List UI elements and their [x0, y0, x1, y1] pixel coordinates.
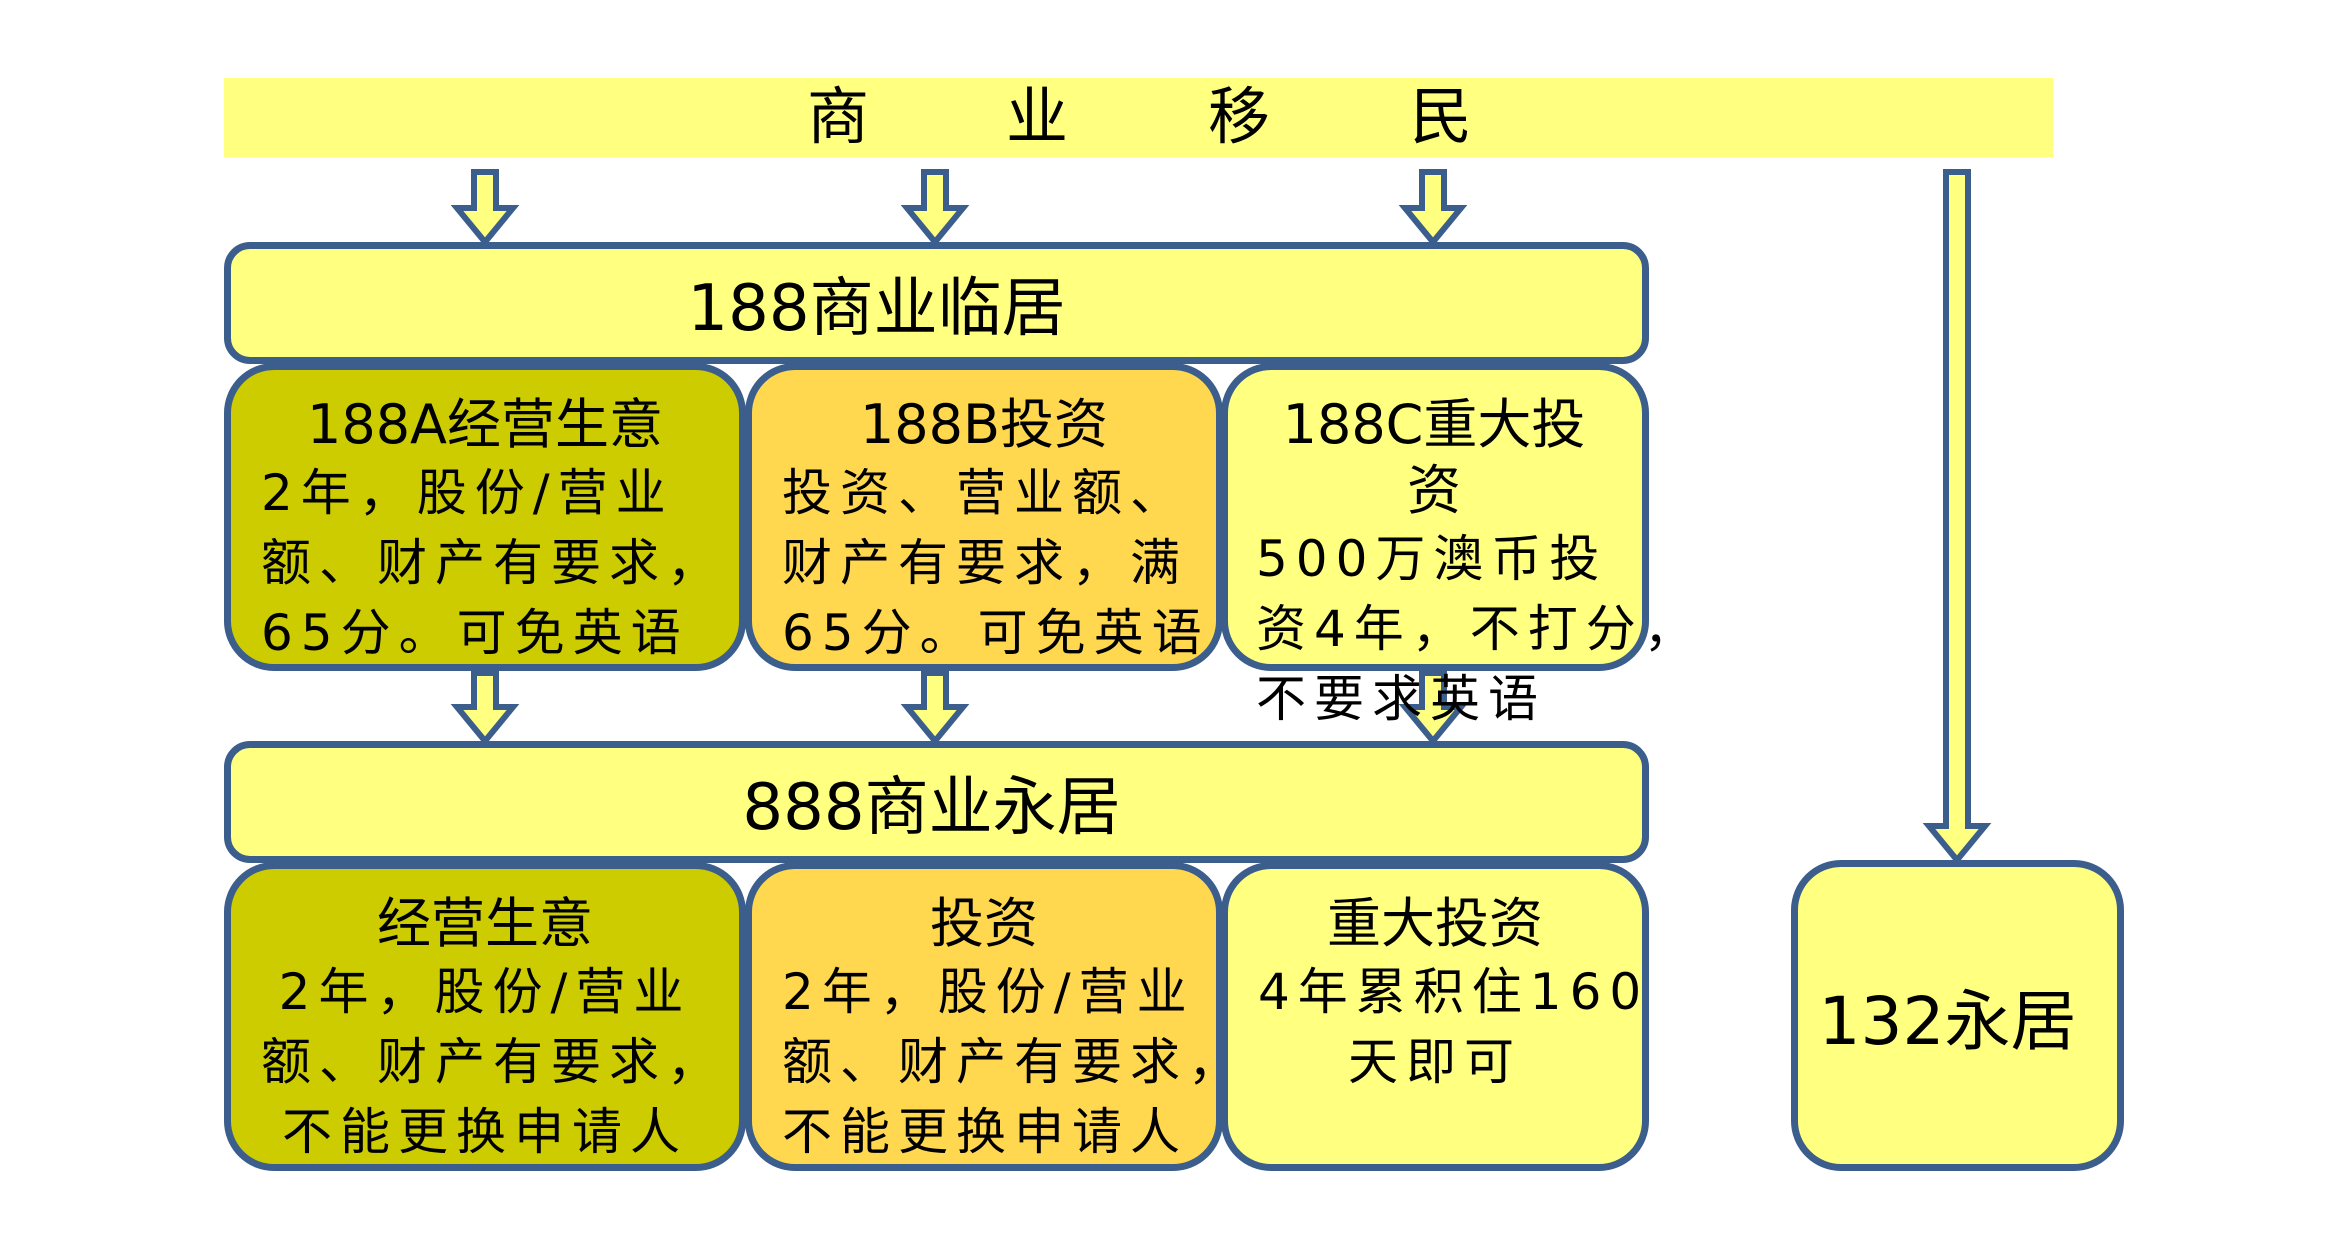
visa-188-title: 188商业临居 — [687, 272, 1066, 346]
stream-888-business: 经营生意 2年，股份/营业 额、财产有要求， 不能更换申请人 — [224, 862, 746, 1171]
down-arrow-icon — [900, 670, 970, 746]
stream-line: 额、财产有要求， — [261, 1033, 725, 1091]
stream-888-significant-investment: 重大投资 4年累积住160 天即可 — [1221, 862, 1649, 1171]
visa-132-title: 132永居 — [1818, 982, 2077, 1060]
visa-188-header: 188商业临居 — [224, 242, 1649, 364]
stream-line: 投资、营业额、 — [782, 464, 1188, 522]
down-arrow-icon — [450, 670, 520, 746]
stream-line: 4年累积住160 — [1258, 963, 1650, 1021]
stream-line: 不能更换申请人 — [282, 1103, 688, 1161]
banner-char: 移 — [1207, 80, 1271, 153]
stream-line: 500万澳币投 — [1256, 530, 1608, 588]
business-migration-banner: 商 业 移 民 — [224, 78, 2053, 157]
stream-888-investment: 投资 2年，股份/营业 额、财产有要求， 不能更换申请人 — [745, 862, 1246, 1171]
down-arrow-icon — [1398, 670, 1468, 746]
down-arrow-icon — [1398, 169, 1468, 247]
stream-line: 资4年，不打分， — [1256, 600, 1702, 658]
down-arrow-icon — [1922, 169, 1992, 865]
stream-line: 2年，股份/营业 — [278, 963, 692, 1021]
banner-char: 民 — [1409, 80, 1473, 153]
stream-title: 重大投资 — [1327, 892, 1543, 955]
stream-title: 188A经营生意 — [306, 393, 663, 456]
stream-line: 2年，股份/营业 — [782, 963, 1195, 1021]
stream-title: 经营生意 — [377, 892, 593, 955]
down-arrow-icon — [900, 169, 970, 247]
stream-188b: 188B投资 投资、营业额、 财产有要求，满 65分。可免英语 — [745, 363, 1223, 671]
stream-line: 额、财产有要求， — [782, 1033, 1246, 1091]
stream-line: 不能更换申请人 — [782, 1103, 1188, 1161]
down-arrow-icon — [450, 169, 520, 247]
stream-line: 不要求英语 — [1256, 670, 1546, 728]
stream-line: 财产有要求，满 — [782, 534, 1188, 592]
stream-line: 额、财产有要求， — [261, 534, 725, 592]
stream-title: 188C重大投资 — [1282, 393, 1586, 522]
stream-line: 2年，股份/营业 — [261, 464, 674, 522]
stream-line: 天即可 — [1348, 1033, 1522, 1091]
banner-char: 商 — [806, 80, 870, 153]
stream-188c: 188C重大投资 500万澳币投 资4年，不打分， 不要求英语 — [1221, 363, 1702, 728]
visa-132-box: 132永居 — [1791, 860, 2124, 1171]
visa-888-title: 888商业永居 — [742, 771, 1121, 845]
stream-188a: 188A经营生意 2年，股份/营业 额、财产有要求， 65分。可免英语 — [224, 363, 746, 671]
stream-line: 65分。可免英语 — [782, 604, 1210, 662]
banner-char: 业 — [1005, 80, 1069, 153]
stream-title: 188B投资 — [859, 393, 1109, 456]
stream-line: 65分。可免英语 — [261, 604, 689, 662]
stream-title: 投资 — [930, 892, 1038, 955]
visa-888-header: 888商业永居 — [224, 741, 1649, 863]
